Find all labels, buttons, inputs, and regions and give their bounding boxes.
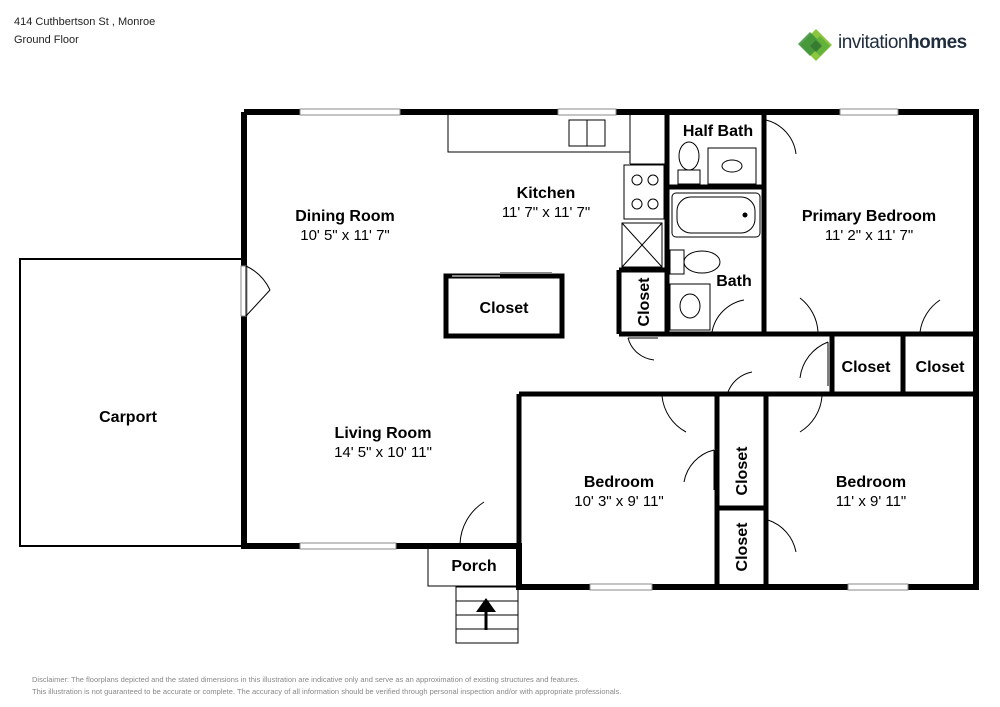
dining-closet-box [443, 273, 565, 339]
bedroom-right-name: Bedroom [836, 474, 906, 491]
brand-wordmark: invitationhomes [838, 32, 967, 53]
exterior-walls [241, 109, 979, 590]
disclaimer-line-2: This illustration is not guaranteed to b… [32, 687, 622, 696]
entry-arrow-icon [476, 598, 496, 630]
windows [240, 108, 909, 591]
half-bath-fixtures [677, 141, 757, 185]
hall-closet-vertical-label: Closet [636, 277, 653, 327]
doors [245, 119, 966, 562]
brand-logo: invitationhomes [798, 28, 978, 62]
kitchen-name: Kitchen [517, 185, 576, 202]
disclaimer-line-1: Disclaimer: The floorplans depicted and … [32, 675, 580, 684]
kitchen-dims: 11' 7" x 11' 7" [502, 204, 590, 221]
bedroom-left-name: Bedroom [584, 474, 654, 491]
address-text: 414 Cuthbertson St , Monroe [14, 16, 156, 28]
hall-closet-2-label: Closet [916, 359, 966, 376]
bedroom-right-dims: 11' x 9' 11" [836, 493, 907, 510]
bedroom-closet-lower-label: Closet [734, 522, 751, 572]
living-room-dims: 14' 5" x 10' 11" [334, 444, 432, 461]
carport-name: Carport [99, 409, 157, 426]
kitchen-counter [447, 115, 631, 153]
bath-name: Bath [716, 273, 752, 290]
porch-outline [427, 547, 520, 587]
bath-fixtures [669, 192, 761, 331]
fridge-icon [621, 222, 663, 268]
interior-walls [516, 112, 976, 587]
stove-icon [623, 164, 665, 220]
dining-room-dims: 10' 5" x 11' 7" [300, 227, 390, 244]
dining-room-name: Dining Room [295, 208, 395, 225]
floor-label: Ground Floor [14, 34, 79, 46]
hall-closet-1-label: Closet [842, 359, 892, 376]
half-bath-name: Half Bath [683, 123, 753, 140]
primary-bedroom-name: Primary Bedroom [802, 208, 936, 225]
bedroom-closet-upper-label: Closet [734, 446, 751, 496]
carport-outline [19, 258, 245, 547]
living-room-name: Living Room [335, 425, 432, 442]
porch-name: Porch [451, 558, 496, 575]
bedroom-left-dims: 10' 3" x 9' 11" [574, 493, 664, 510]
primary-bedroom-dims: 11' 2" x 11' 7" [825, 227, 913, 244]
brand-diamond-icon [798, 29, 832, 61]
dining-closet-label: Closet [480, 300, 530, 317]
